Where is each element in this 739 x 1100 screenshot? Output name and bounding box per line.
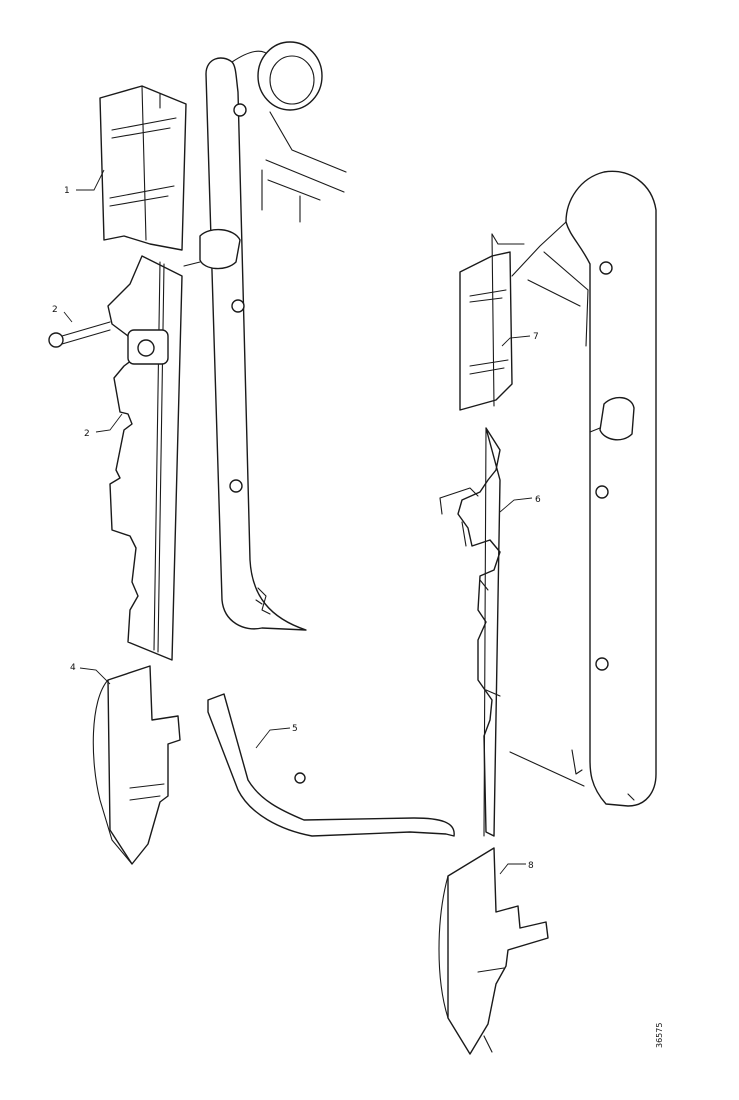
- part-4-cover: [92, 665, 181, 865]
- callout-labels: 1 2 2 4 5 7 6 8: [52, 186, 541, 871]
- reference-number: 36575: [655, 1023, 664, 1048]
- callout-2-bracket: 2: [84, 429, 90, 439]
- radiator-left: [205, 41, 347, 631]
- part-1-deflector: [99, 85, 187, 251]
- callout-6: 6: [535, 495, 541, 505]
- part-2-bracket: [48, 229, 241, 661]
- callout-1: 1: [64, 186, 70, 196]
- callout-7: 7: [533, 332, 539, 342]
- callout-5: 5: [292, 724, 298, 734]
- callout-2-bolt: 2: [52, 305, 58, 315]
- radiator-right: [509, 170, 657, 807]
- part-6-bracket: [439, 427, 501, 837]
- callout-4: 4: [70, 663, 76, 673]
- part-8-cover: [438, 847, 549, 1055]
- leader-lines: [63, 169, 533, 875]
- callout-8: 8: [528, 861, 534, 871]
- part-5-hose: [207, 693, 455, 837]
- part-7-deflector: [459, 233, 525, 411]
